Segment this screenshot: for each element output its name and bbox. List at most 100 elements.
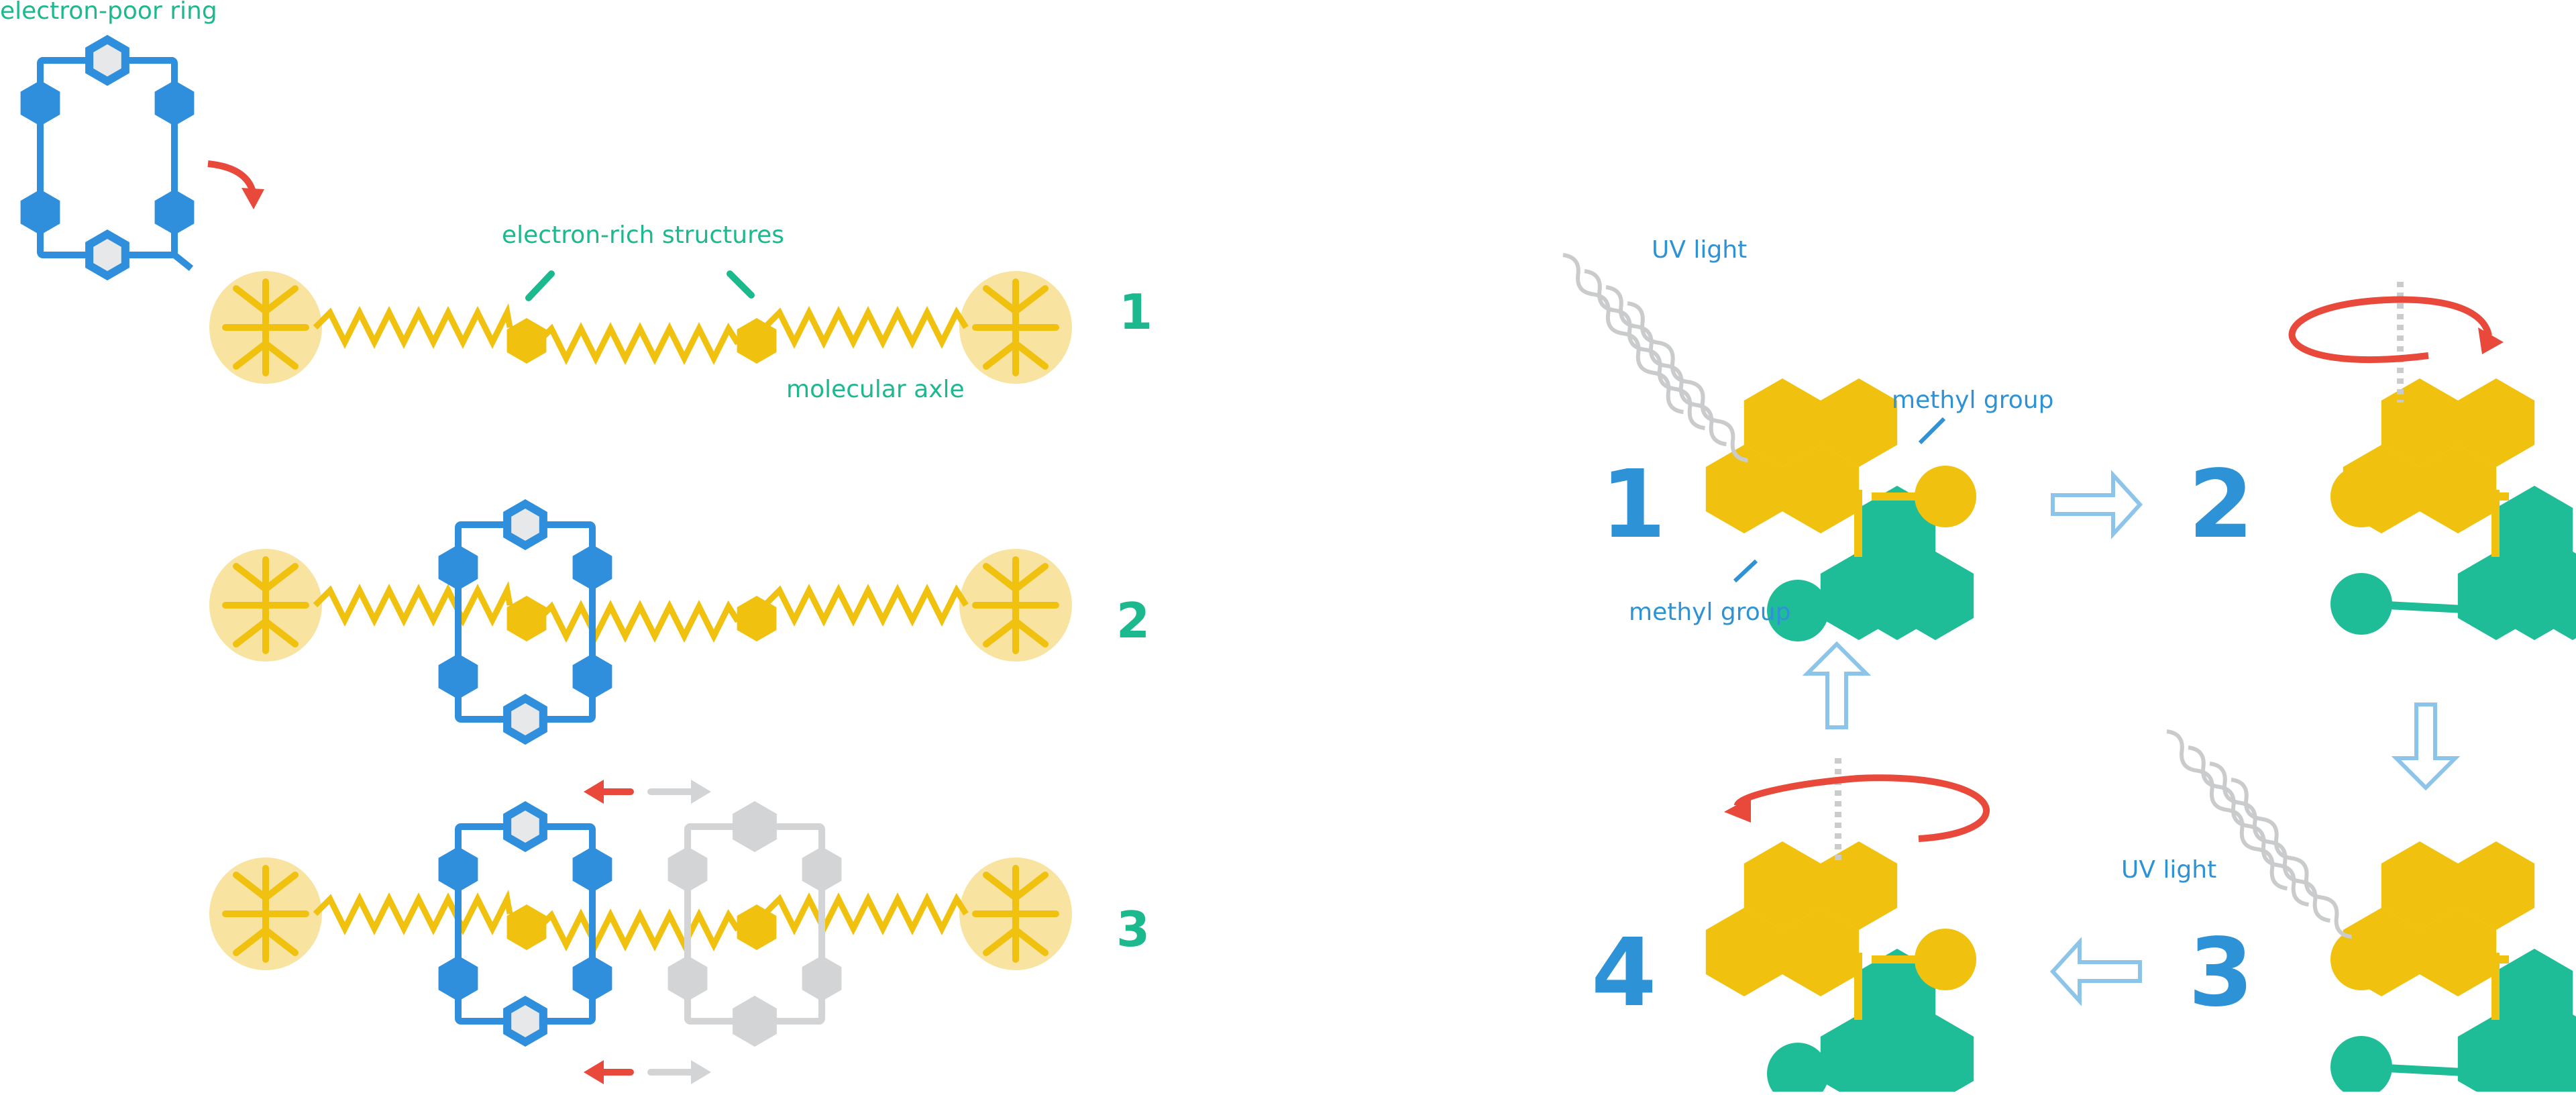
- process-arrow-icon: [1802, 641, 1872, 729]
- label-molecular-axle: molecular axle: [786, 376, 965, 403]
- uv-wave-icon: [2209, 762, 2331, 923]
- label-electron-rich-structures: electron-rich structures: [502, 221, 784, 249]
- ring-hexagon-inner: [511, 1005, 539, 1037]
- motor-hexagon: [1782, 908, 1860, 996]
- ring-hexagon-inner: [93, 44, 121, 76]
- leader-line: [1733, 559, 1758, 583]
- ring-ghost: [667, 801, 842, 1047]
- electron-rich-hexagon: [506, 596, 547, 641]
- ring-hexagon-inner: [741, 811, 769, 843]
- uv-wave-icon: [1562, 253, 1684, 415]
- rotation-arrow-icon: [2288, 296, 2492, 364]
- motor-hexagon: [1743, 841, 1821, 930]
- stopper-branch-bottom: [233, 339, 299, 370]
- stopper-branches: [222, 278, 309, 376]
- label-methyl-group-2: methyl group: [1629, 598, 1790, 626]
- shuttle-arrow-right-head: [691, 780, 711, 804]
- zigzag-axle-icon: [313, 303, 513, 350]
- uv-wave-icon: [1605, 285, 1727, 447]
- motor-hexagon: [2419, 908, 2497, 996]
- uv-wave-icon: [2166, 729, 2288, 891]
- rotation-arrow-icon: [1734, 774, 1990, 842]
- motor-hexagon: [1858, 949, 1936, 1037]
- stopper-branches: [972, 865, 1059, 963]
- shuttle-arrow-right-head: [691, 1060, 711, 1084]
- motor-molecule: [1705, 841, 1976, 1092]
- motor-molecule: [2330, 841, 2576, 1092]
- methyl-group-icon: [1767, 580, 1829, 641]
- methyl-group-icon: [2330, 929, 2392, 990]
- ring-hexagon: [438, 846, 478, 892]
- ring-hexagon: [802, 955, 842, 1002]
- ring-hexagon: [572, 955, 612, 1002]
- process-arrow-icon: [2051, 470, 2143, 539]
- stopper-branch-top: [233, 563, 299, 594]
- rotation-arrow-icon-head: [2478, 327, 2504, 354]
- ring-hexagon: [438, 654, 478, 700]
- ring-hexagon: [572, 544, 612, 590]
- ring-icon: [20, 35, 195, 280]
- stopper-branches: [972, 556, 1059, 654]
- electron-rich-hexagon: [737, 904, 777, 950]
- label-uv-light-2: UV light: [2121, 856, 2216, 884]
- motor-molecule: [2330, 378, 2576, 640]
- rotation-arrow-icon-head: [1724, 797, 1751, 823]
- motor-molecule: [1705, 378, 1976, 641]
- ring-hexagon: [20, 189, 60, 236]
- motor-hexagon: [2496, 1014, 2573, 1092]
- stopper-branches: [972, 278, 1059, 376]
- motor-hexagon: [2419, 445, 2497, 533]
- motor-step-4: 4: [1591, 919, 1656, 1028]
- motor-hexagon: [2457, 841, 2535, 930]
- leader-line: [727, 270, 755, 299]
- stopper-branch-top: [983, 563, 1049, 594]
- label-uv-light-1: UV light: [1652, 236, 1747, 264]
- label-methyl-group-1: methyl group: [1892, 386, 2053, 414]
- stopper-branch-bottom: [983, 617, 1049, 647]
- ring-hexagon: [154, 189, 195, 236]
- motor-step-3: 3: [2188, 919, 2253, 1028]
- motor-hexagon: [1705, 908, 1783, 996]
- zigzag-axle-icon: [762, 583, 969, 627]
- motor-hexagon: [1743, 378, 1821, 467]
- motor-hexagon: [1820, 378, 1898, 467]
- ring-hexagon: [572, 654, 612, 700]
- motor-step-2: 2: [2188, 450, 2253, 560]
- ring-frame: [37, 57, 178, 258]
- zigzag-axle-icon: [313, 889, 513, 936]
- motor-hexagon: [2496, 552, 2573, 640]
- uv-wave-icon: [1627, 301, 1749, 463]
- ring-hexagon-inner: [511, 703, 539, 735]
- stopper-branch-top: [233, 872, 299, 902]
- stopper-branch-top: [983, 872, 1049, 902]
- approach-arrow-head: [241, 188, 264, 209]
- motor-hexagon: [1858, 552, 1936, 640]
- process-arrow-icon: [2049, 937, 2142, 1006]
- motor-hexagon: [2496, 949, 2573, 1037]
- stopper-branch-bottom: [233, 925, 299, 956]
- label-electron-poor-ring: electron-poor ring: [0, 0, 217, 25]
- leader-line: [525, 270, 555, 301]
- shuttle-step-1: 1: [1119, 284, 1152, 340]
- motor-hexagon: [1858, 1014, 1936, 1092]
- stopper-branches: [222, 556, 309, 654]
- zigzag-axle-icon: [313, 580, 513, 627]
- motor-hexagon: [2496, 486, 2573, 574]
- stopper-branch-bottom: [233, 617, 299, 647]
- methyl-group-icon: [1915, 466, 1976, 527]
- ring-hexagon: [20, 80, 60, 126]
- electron-rich-hexagon: [506, 904, 547, 950]
- leader-line: [1918, 417, 1946, 445]
- ring-icon: [438, 801, 612, 1047]
- electron-rich-hexagon: [506, 318, 547, 364]
- ring-hexagon: [802, 846, 842, 892]
- methyl-group-icon: [2330, 573, 2392, 635]
- zigzag-axle-icon: [534, 321, 741, 366]
- methyl-group-icon: [2330, 466, 2392, 527]
- stopper-branch-top: [983, 285, 1049, 316]
- zigzag-axle-icon: [534, 599, 741, 643]
- ring-icon: [438, 499, 612, 745]
- ring-hexagon-inner: [741, 1005, 769, 1037]
- motor-hexagon: [1858, 486, 1936, 574]
